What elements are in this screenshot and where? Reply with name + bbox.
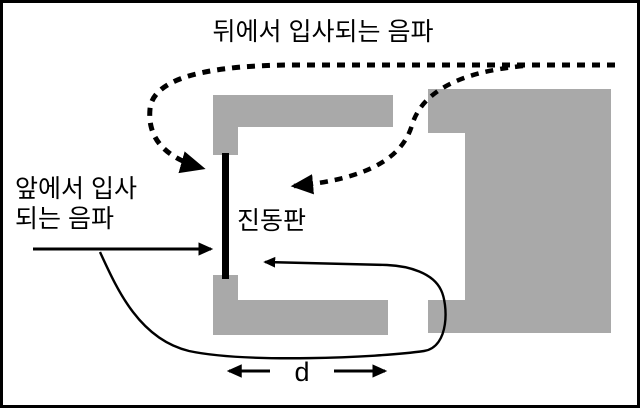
rear-wave-dashed-branch (290, 63, 524, 195)
back-wave-label: 뒤에서 입사되는 음파 (213, 18, 434, 46)
dimension-label: d (294, 357, 309, 387)
front-wave-loop-path (98, 251, 447, 360)
rear-wave-dashed-line (147, 62, 615, 174)
microphone-directionality-diagram: 뒤에서 입사되는 음파 앞에서 입사 되는 음파 진동판 d (15, 18, 615, 387)
front-wave-label-line1: 앞에서 입사 (15, 175, 137, 203)
front-wave-label-line2: 되는 음파 (15, 205, 114, 233)
lower-baffle-block (213, 275, 388, 335)
diaphragm-plate (222, 153, 229, 279)
upper-baffle-block (213, 95, 393, 155)
diaphragm-label: 진동판 (237, 207, 306, 235)
right-housing-block (428, 89, 611, 333)
